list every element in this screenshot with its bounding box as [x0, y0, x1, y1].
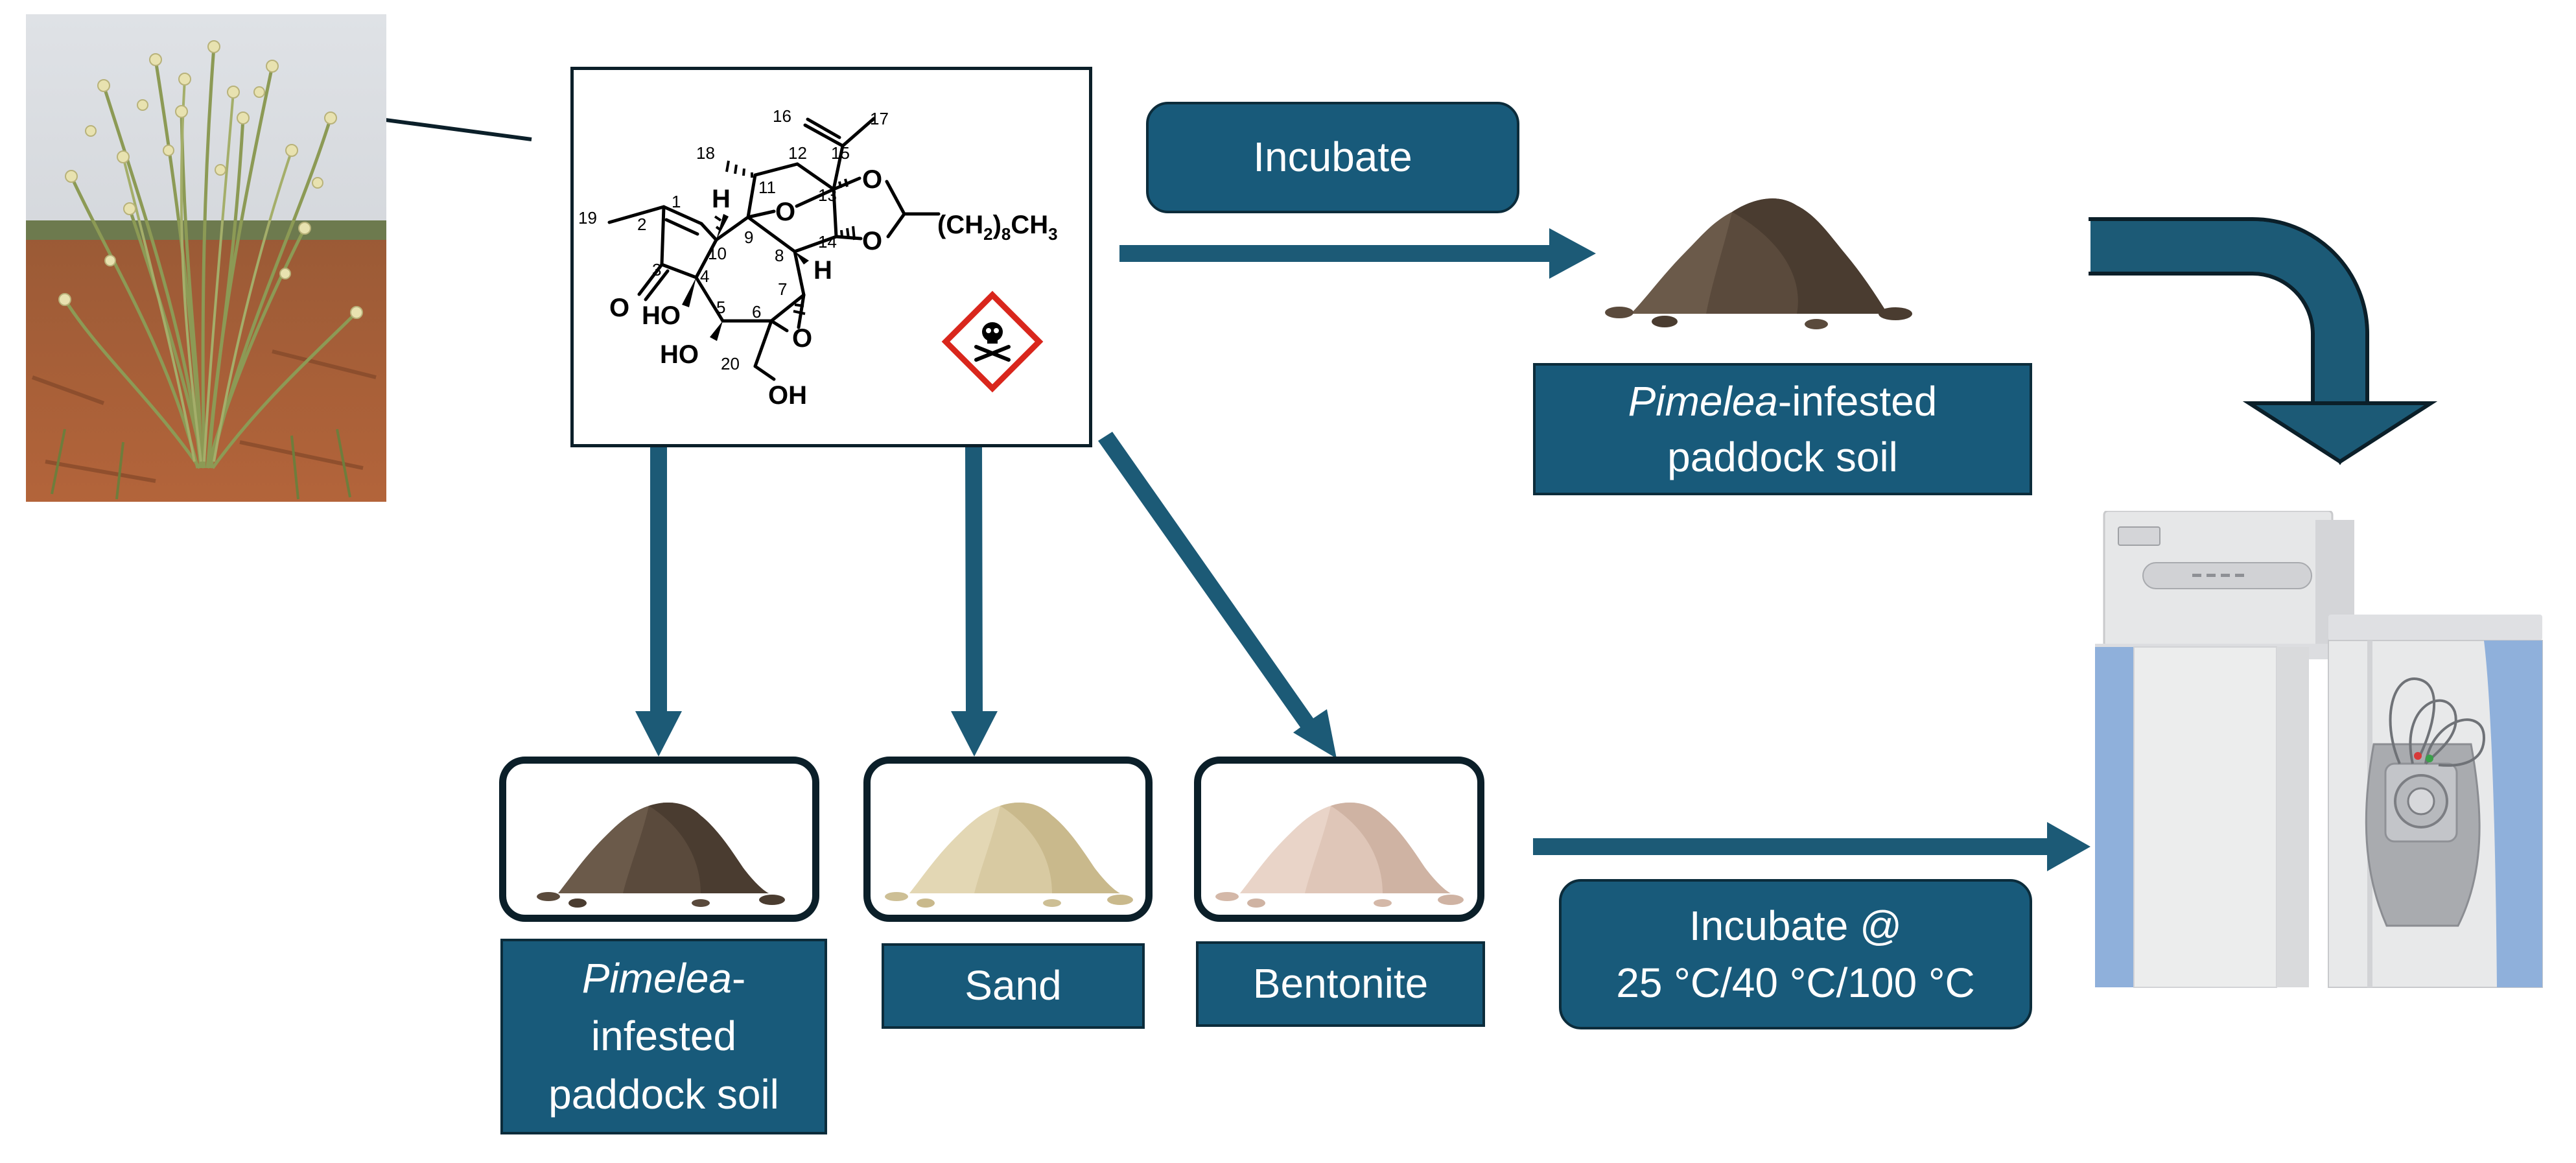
- pimelea-soil-label-top-line1: Pimelea-infested: [1628, 377, 1938, 425]
- side-chain-formula: (CH2)8CH3: [937, 211, 1058, 244]
- arrow-to-instrument: [1533, 822, 2090, 871]
- bentonite-label: Bentonite: [1196, 941, 1485, 1027]
- soil-frame-bentonite: [1194, 757, 1484, 922]
- atom-number-15: 15: [831, 143, 850, 163]
- soil-frame-sand: [863, 757, 1153, 922]
- atom-o-ketone: O: [609, 294, 629, 322]
- arrow-to-pimelea-soil: [635, 447, 682, 757]
- pimelea-soil-label-bottom-line1: Pimelea-: [581, 954, 746, 1002]
- atom-number-5: 5: [716, 298, 725, 317]
- incubate-conditions-label: Incubate @ 25 °C/40 °C/100 °C: [1559, 879, 2032, 1029]
- atom-number-16: 16: [773, 106, 791, 126]
- atom-o-orthoester-bottom: O: [862, 227, 882, 255]
- chemical-structure-box: [570, 67, 1092, 447]
- pimelea-soil-label-bottom: Pimelea- infested paddock soil: [500, 939, 827, 1134]
- atom-number-7: 7: [778, 279, 787, 299]
- pimelea-soil-label-bottom-line3: paddock soil: [548, 1070, 779, 1118]
- atom-number-8: 8: [775, 246, 784, 265]
- pimelea-soil-label-top-line2: paddock soil: [1667, 434, 1898, 480]
- atom-number-1: 1: [672, 192, 681, 211]
- lc-ms-instrument-icon: [2095, 511, 2543, 988]
- atom-number-4: 4: [700, 266, 709, 286]
- atom-number-20: 20: [721, 354, 740, 373]
- atom-o-epoxide: O: [792, 324, 812, 353]
- soil-pile-icon: [1605, 198, 1912, 329]
- arrow-to-bentonite: [1098, 432, 1337, 758]
- atom-number-3: 3: [652, 260, 661, 279]
- incubate-conditions-line1: Incubate @: [1689, 902, 1903, 949]
- atom-number-9: 9: [744, 228, 753, 247]
- arrow-to-sand: [951, 447, 998, 757]
- atom-number-17: 17: [870, 109, 889, 128]
- incubate-conditions-line2: 25 °C/40 °C/100 °C: [1616, 959, 1975, 1006]
- incubate-label: Incubate: [1146, 102, 1519, 213]
- atom-number-19: 19: [578, 208, 597, 228]
- atom-number-6: 6: [752, 302, 761, 322]
- atom-o-bridge: O: [775, 198, 795, 226]
- atom-h-10: H: [712, 185, 731, 213]
- toxic-skull-icon: [941, 290, 1044, 393]
- atom-ho-5: HO: [660, 340, 699, 369]
- atom-number-11: 11: [758, 178, 776, 197]
- arrow-to-paddock-soil: [1119, 228, 1596, 279]
- chemical-structure: HO HO OH O O O O O H H (CH2)8CH3 1 2 3 4…: [578, 106, 1058, 410]
- curved-arrow-to-instrument: [2089, 217, 2438, 465]
- atom-o-orthoester-top: O: [862, 165, 882, 194]
- incubate-label-text: Incubate: [1253, 134, 1412, 181]
- atom-number-10: 10: [708, 244, 727, 263]
- atom-ho-4: HO: [642, 301, 681, 330]
- sand-label: Sand: [882, 943, 1145, 1029]
- pimelea-soil-label-top: Pimelea-infested paddock soil: [1533, 363, 2032, 495]
- pimelea-soil-label-bottom-line2: infested: [591, 1013, 737, 1060]
- atom-number-18: 18: [696, 143, 715, 163]
- atom-h-8: H: [814, 256, 832, 285]
- atom-number-13: 13: [818, 185, 837, 205]
- atom-number-2: 2: [637, 215, 646, 234]
- soil-pile-icon: [1215, 803, 1464, 908]
- atom-number-14: 14: [818, 232, 837, 252]
- atom-number-12: 12: [788, 143, 807, 163]
- sand-label-text: Sand: [965, 962, 1062, 1009]
- bentonite-label-text: Bentonite: [1252, 960, 1429, 1007]
- plant-photo: [26, 14, 386, 502]
- soil-pile-icon: [537, 803, 785, 908]
- soil-frame-pimelea: [499, 757, 819, 922]
- atom-oh-20: OH: [768, 381, 807, 410]
- soil-pile-icon: [885, 803, 1133, 908]
